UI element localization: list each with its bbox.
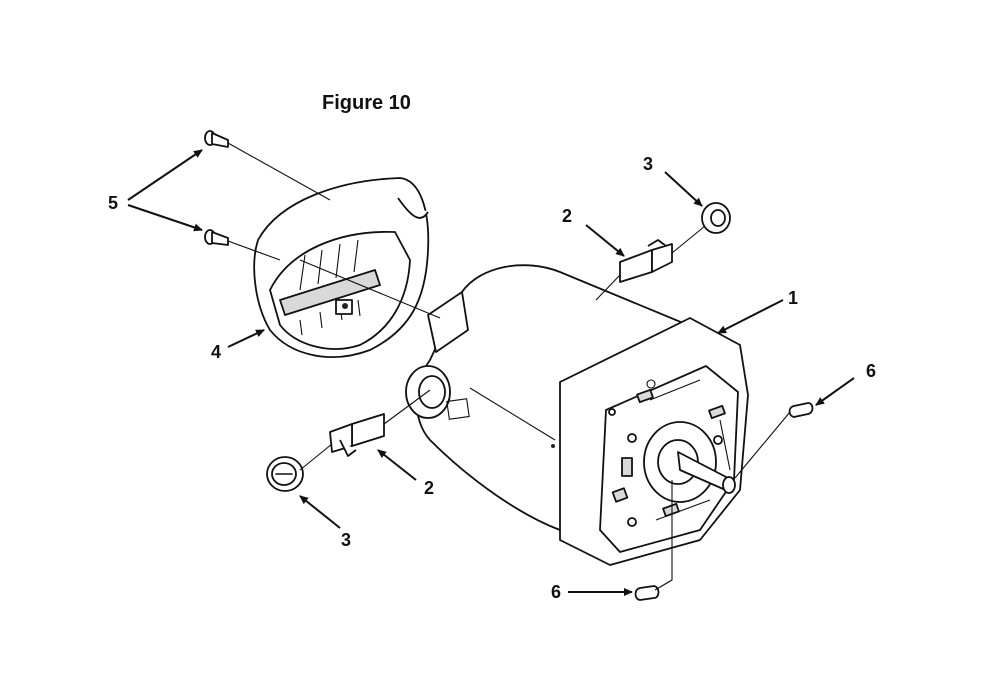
key-right xyxy=(788,402,814,418)
brush-cap-top xyxy=(701,202,731,234)
callout-2-bottom: 2 xyxy=(424,478,434,498)
screw-bottom xyxy=(204,229,229,246)
callout-4: 4 xyxy=(211,342,221,362)
callout-6-right: 6 xyxy=(866,361,876,381)
end-cover xyxy=(253,177,430,358)
callout-1: 1 xyxy=(788,288,798,308)
callout-3-bottom: 3 xyxy=(341,530,351,550)
callout-5: 5 xyxy=(108,193,118,213)
figure-title: Figure 10 xyxy=(322,92,411,114)
callout-6-bottom: 6 xyxy=(551,582,561,602)
brush-holder-bottom xyxy=(329,413,385,457)
callout-2-top: 2 xyxy=(562,206,572,226)
motor-housing xyxy=(405,264,749,566)
callout-arrows xyxy=(127,149,855,596)
screw-top xyxy=(204,130,229,148)
brush-holder-top xyxy=(619,239,673,283)
callout-3-top: 3 xyxy=(643,154,653,174)
brush-cap-bottom xyxy=(266,456,304,492)
key-bottom xyxy=(634,585,660,601)
assembly-lines xyxy=(227,142,791,591)
